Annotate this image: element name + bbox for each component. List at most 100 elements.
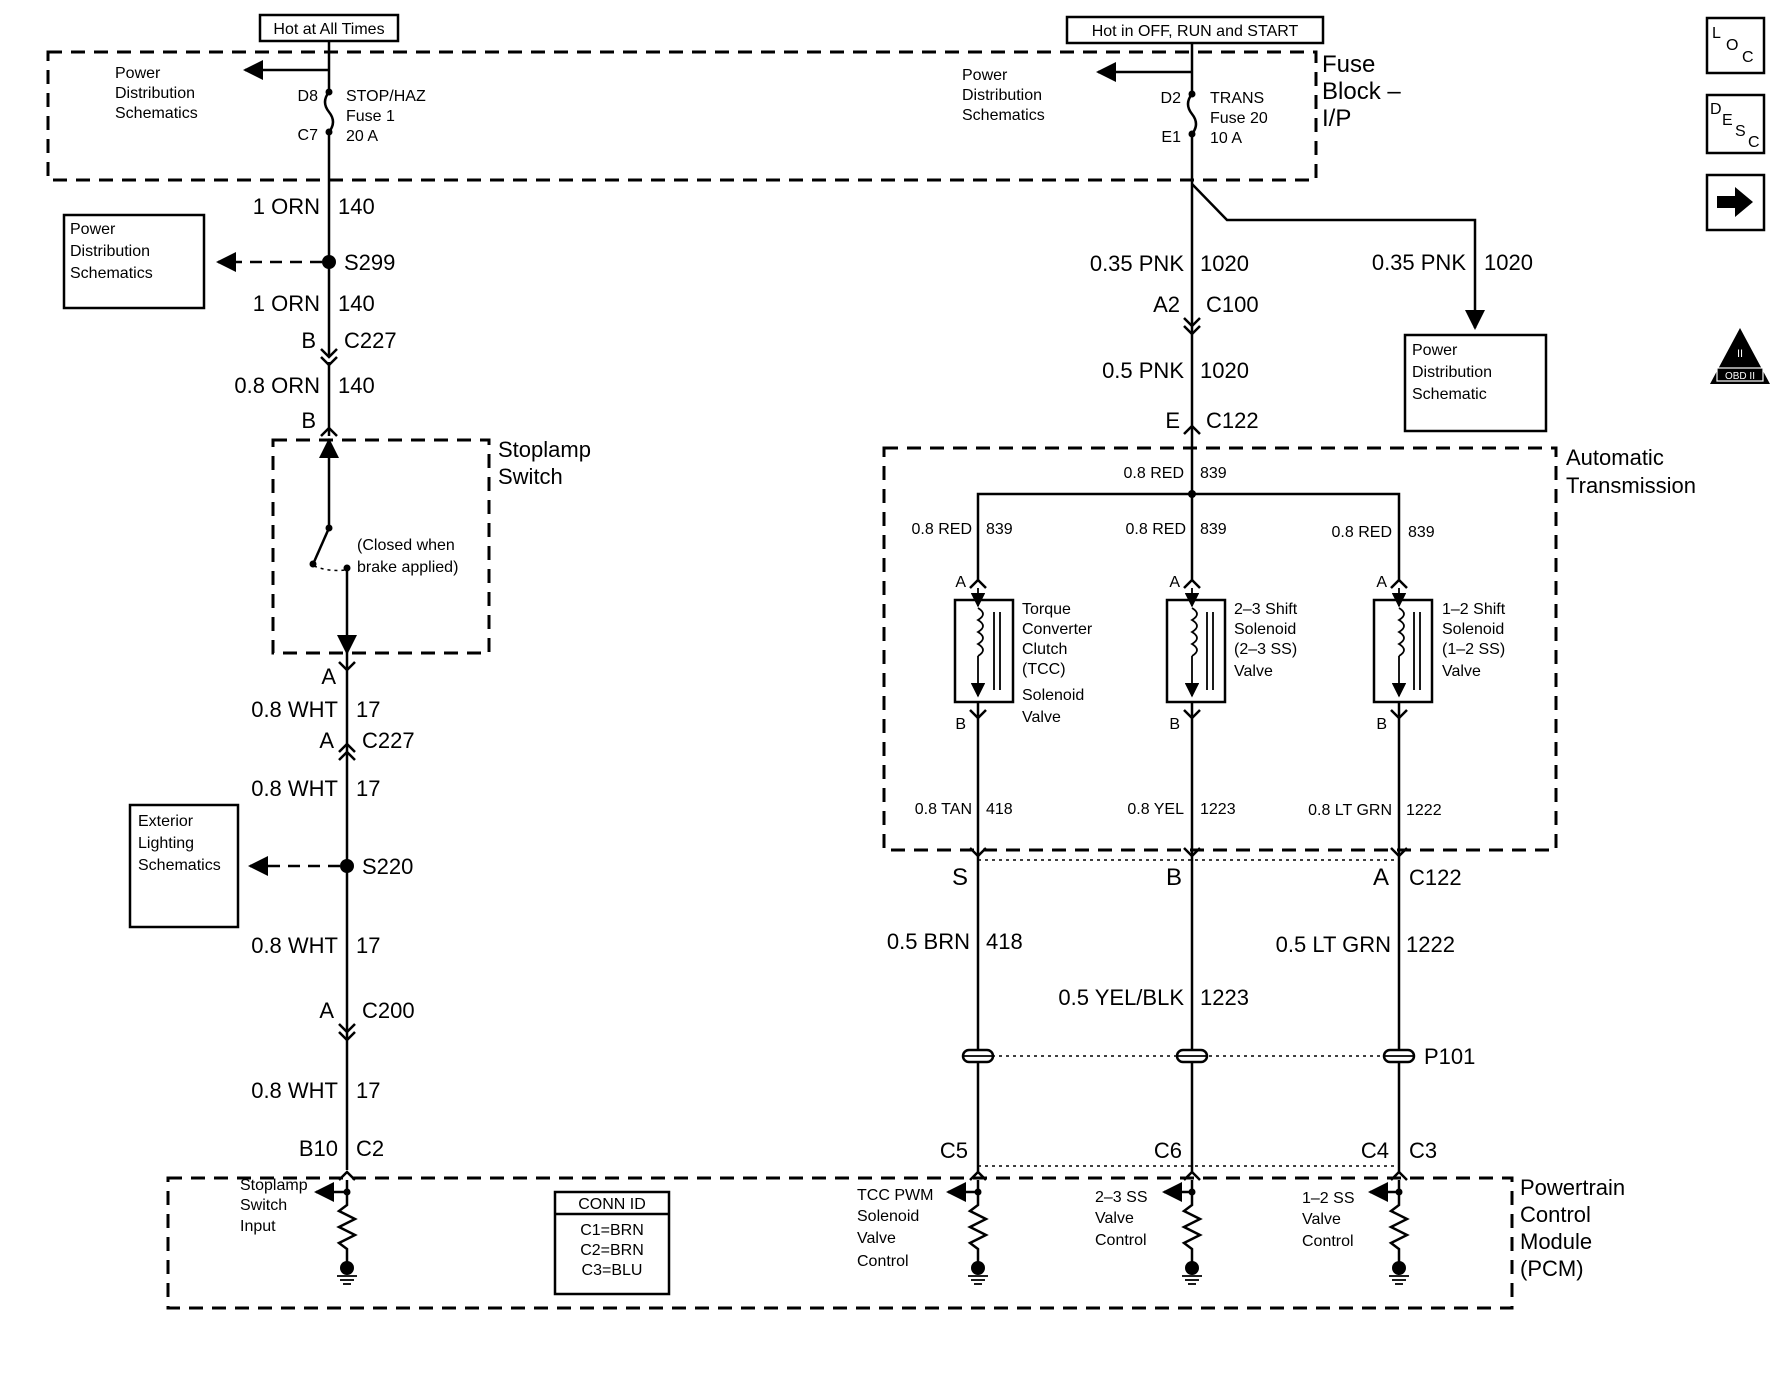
svg-text:A: A <box>1373 864 1389 891</box>
svg-text:E: E <box>1722 112 1733 129</box>
svg-text:Fuse: Fuse <box>1322 51 1375 78</box>
svg-text:CONN ID: CONN ID <box>578 1196 646 1213</box>
svg-text:B: B <box>301 328 316 353</box>
pass-through-p101: P101 <box>961 1044 1475 1069</box>
connector-c227-top: B C227 <box>301 328 397 367</box>
svg-text:0.8 WHT: 0.8 WHT <box>251 697 338 722</box>
wire-0-8-wht-17-b: 0.8 WHT 17 <box>251 776 380 801</box>
svg-text:A: A <box>319 728 334 753</box>
conn-id-table: CONN ID C1=BRN C2=BRN C3=BLU <box>553 1190 671 1296</box>
svg-text:1 ORN: 1 ORN <box>253 291 320 316</box>
stoplamp-switch-outline <box>271 438 491 655</box>
wire-0-8-lt-grn-1222: 0.8 LT GRN 1222 <box>1308 802 1442 819</box>
desc-icon[interactable]: D E S C <box>1705 93 1766 155</box>
svg-text:Power: Power <box>1412 342 1458 359</box>
svg-text:C1=BRN: C1=BRN <box>580 1222 644 1239</box>
svg-text:Power: Power <box>115 65 161 82</box>
svg-text:P101: P101 <box>1424 1044 1475 1069</box>
fuse-1: D8 C7 STOP/HAZ Fuse 1 20 A <box>243 41 426 145</box>
arrow-right-icon[interactable] <box>1705 173 1766 232</box>
svg-text:Clutch: Clutch <box>1022 641 1067 658</box>
svg-text:I/P: I/P <box>1322 105 1351 132</box>
svg-text:B: B <box>1166 864 1182 891</box>
svg-text:L: L <box>1712 25 1721 42</box>
svg-text:839: 839 <box>1200 521 1227 538</box>
svg-text:0.35 PNK: 0.35 PNK <box>1372 250 1466 275</box>
svg-text:B: B <box>1169 716 1180 733</box>
svg-text:C: C <box>1748 134 1760 151</box>
svg-text:Schematics: Schematics <box>962 107 1045 124</box>
pcm-pins-right: C5 C6 C4 C3 <box>940 1138 1437 1181</box>
svg-text:Lighting: Lighting <box>138 835 194 852</box>
svg-text:1223: 1223 <box>1200 801 1236 818</box>
svg-text:C122: C122 <box>1409 865 1462 890</box>
svg-text:1222: 1222 <box>1406 932 1455 957</box>
svg-text:STOP/HAZ: STOP/HAZ <box>346 88 426 105</box>
svg-text:OBD II: OBD II <box>1725 371 1755 382</box>
pds-ref-fuse1: Power Distribution Schematics <box>115 65 198 122</box>
svg-text:TRANS: TRANS <box>1210 90 1264 107</box>
svg-text:Exterior: Exterior <box>138 813 194 830</box>
svg-text:S: S <box>952 864 968 891</box>
svg-text:Valve: Valve <box>1302 1211 1341 1228</box>
svg-text:17: 17 <box>356 697 380 722</box>
automatic-transmission-outline <box>882 446 1558 852</box>
svg-text:Input: Input <box>240 1218 276 1235</box>
svg-text:E: E <box>1165 408 1180 433</box>
svg-text:Stoplamp: Stoplamp <box>240 1177 308 1194</box>
svg-text:C2: C2 <box>356 1136 384 1161</box>
supply-hot-off-run-start: Hot in OFF, RUN and START <box>1065 15 1325 45</box>
svg-text:A: A <box>1376 574 1387 591</box>
svg-text:Module: Module <box>1520 1229 1592 1254</box>
wire-0-8-red-839-3: 0.8 RED 839 <box>1332 524 1435 541</box>
svg-text:Solenoid: Solenoid <box>1022 687 1084 704</box>
svg-text:Hot in OFF, RUN and START: Hot in OFF, RUN and START <box>1092 23 1299 40</box>
svg-text:(TCC): (TCC) <box>1022 661 1066 678</box>
svg-text:140: 140 <box>338 194 375 219</box>
svg-text:C3=BLU: C3=BLU <box>582 1262 643 1279</box>
svg-text:B: B <box>1376 716 1387 733</box>
wire-0-8-wht-17-c: 0.8 WHT 17 <box>251 933 380 958</box>
wire-0-5-yel-blk-1223: 0.5 YEL/BLK 1223 <box>1058 985 1249 1010</box>
svg-text:(1–2 SS): (1–2 SS) <box>1442 641 1505 658</box>
wire-0-8-wht-17-a: 0.8 WHT 17 <box>251 697 380 722</box>
svg-text:Schematics: Schematics <box>70 265 153 282</box>
svg-text:Schematics: Schematics <box>138 857 221 874</box>
loc-icon[interactable]: L O C <box>1705 16 1766 75</box>
pcm-tcc-pwm-control: TCC PWM Solenoid Valve Control <box>857 1180 989 1285</box>
wire-0-8-tan-418: 0.8 TAN 418 <box>915 801 1013 818</box>
wire-0-8-orn-140: 0.8 ORN 140 <box>234 373 374 398</box>
svg-text:10 A: 10 A <box>1210 130 1242 147</box>
svg-text:C227: C227 <box>362 728 415 753</box>
svg-text:1020: 1020 <box>1484 250 1533 275</box>
svg-text:0.8 TAN: 0.8 TAN <box>915 801 972 818</box>
svg-text:0.8 WHT: 0.8 WHT <box>251 776 338 801</box>
svg-text:Valve: Valve <box>1234 663 1273 680</box>
svg-text:TCC PWM: TCC PWM <box>857 1187 933 1204</box>
svg-text:1222: 1222 <box>1406 802 1442 819</box>
svg-text:D2: D2 <box>1161 90 1182 107</box>
pds-branch-wire <box>1191 183 1485 330</box>
pds-ref-fuse20: Power Distribution Schematics <box>962 67 1045 124</box>
svg-text:Control: Control <box>1095 1232 1147 1249</box>
svg-text:839: 839 <box>1408 524 1435 541</box>
wire-0-5-pnk-1020: 0.5 PNK 1020 <box>1102 358 1249 383</box>
svg-text:A2: A2 <box>1153 292 1180 317</box>
svg-text:O: O <box>1726 37 1738 54</box>
svg-text:Fuse 1: Fuse 1 <box>346 108 395 125</box>
svg-text:(PCM): (PCM) <box>1520 1256 1584 1281</box>
svg-text:Powertrain: Powertrain <box>1520 1175 1625 1200</box>
svg-text:C: C <box>1742 49 1754 66</box>
svg-text:Solenoid: Solenoid <box>857 1208 919 1225</box>
svg-text:1 ORN: 1 ORN <box>253 194 320 219</box>
exterior-lighting-ref: Exterior Lighting Schematics <box>128 803 240 929</box>
svg-text:Valve: Valve <box>1095 1210 1134 1227</box>
svg-text:Fuse 20: Fuse 20 <box>1210 110 1268 127</box>
svg-text:C4: C4 <box>1361 1138 1389 1163</box>
wire-0-8-red-839-2: 0.8 RED 839 <box>1126 521 1227 538</box>
svg-text:0.8 RED: 0.8 RED <box>1124 465 1184 482</box>
connector-c100: A2 C100 <box>1153 292 1259 336</box>
svg-text:A: A <box>319 998 334 1023</box>
wire-1-orn-140-b: 1 ORN 140 <box>253 291 375 316</box>
